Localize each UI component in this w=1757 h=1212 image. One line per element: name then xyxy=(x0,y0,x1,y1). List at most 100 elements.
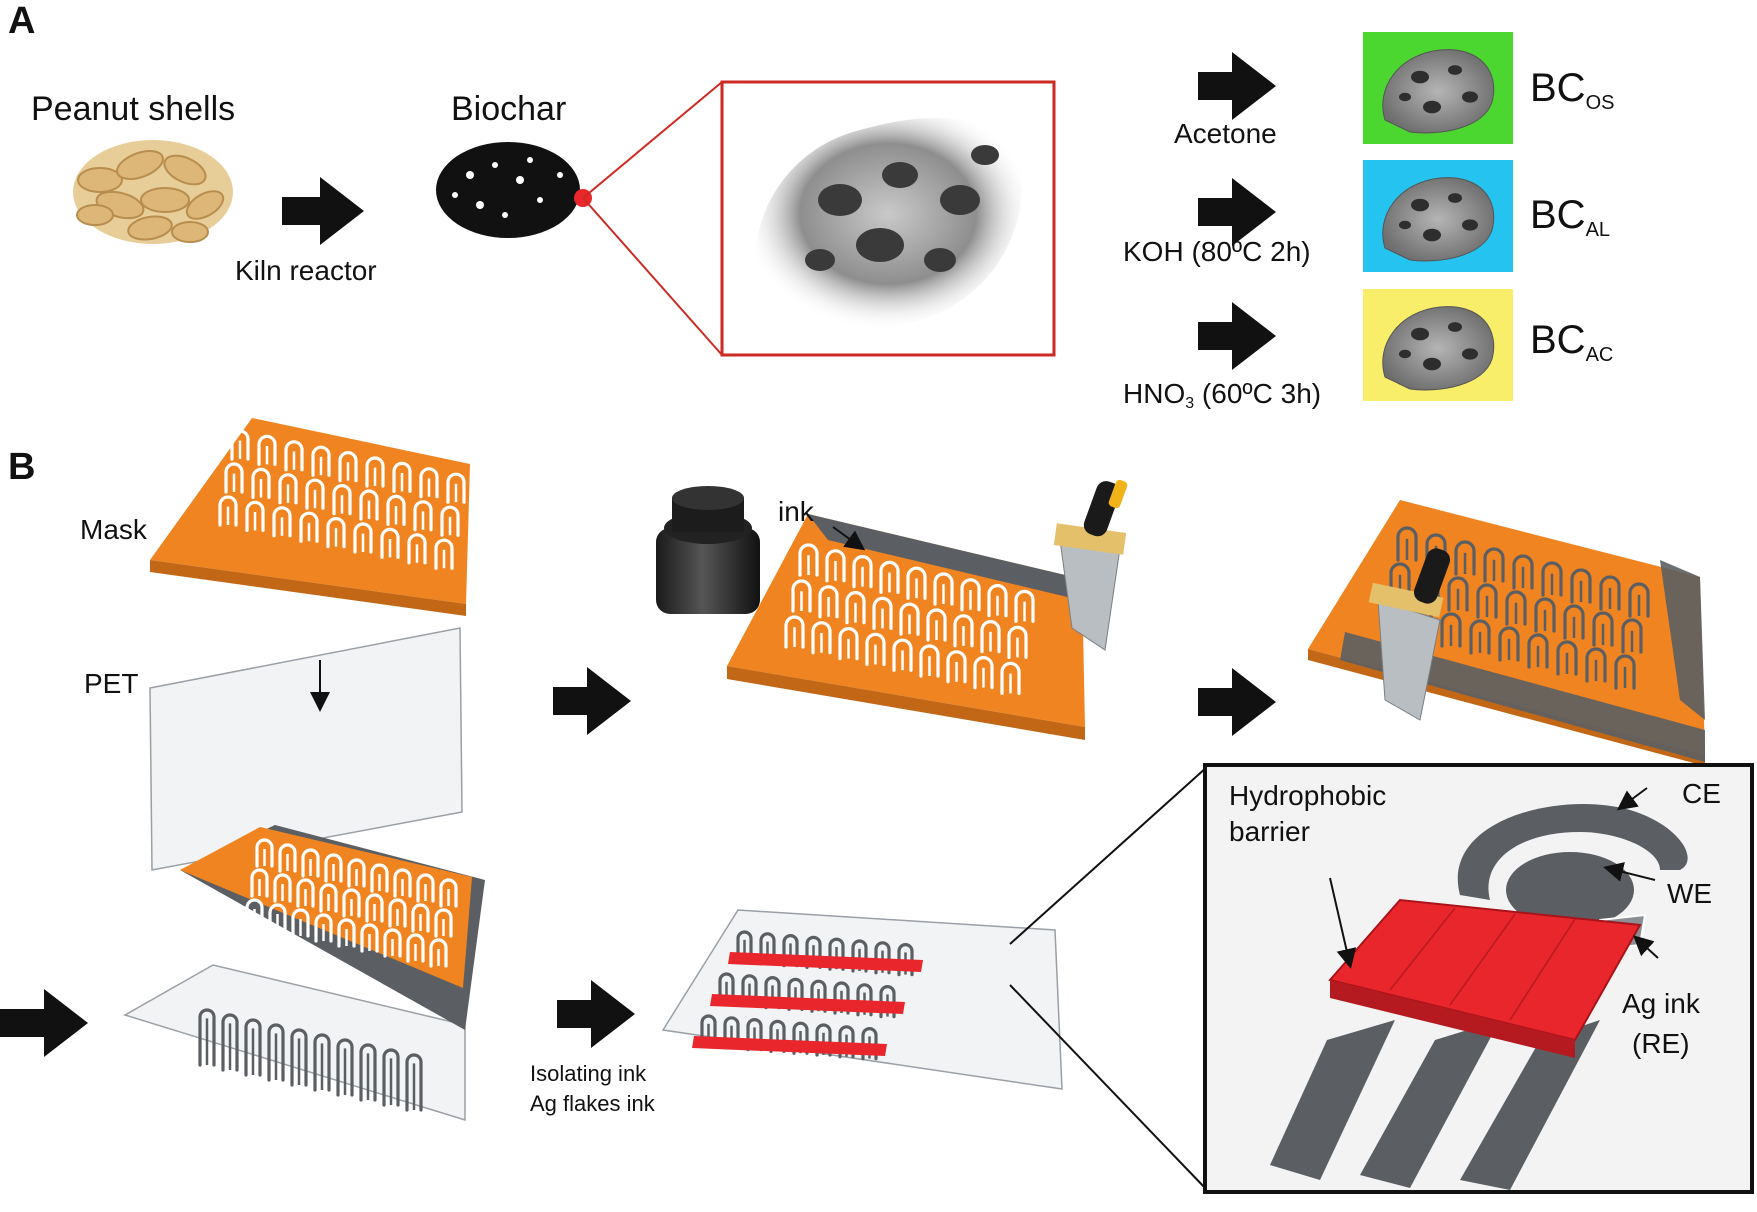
electrode-pattern xyxy=(337,918,356,948)
electrode-pattern xyxy=(405,1053,423,1112)
electrode-pattern xyxy=(278,473,298,505)
electrode-pattern xyxy=(851,939,868,973)
biochar-pore xyxy=(1423,100,1441,114)
electrode-pattern xyxy=(1389,562,1411,598)
electrode-pattern xyxy=(1512,554,1534,590)
electrode-pattern xyxy=(973,656,994,690)
electrode-pattern xyxy=(278,843,297,873)
electrode-pattern xyxy=(845,591,866,625)
electrode-pattern xyxy=(1563,604,1585,640)
electrode-pattern xyxy=(245,500,265,532)
arrow-step-4 xyxy=(557,980,635,1048)
electrode-pattern xyxy=(953,614,974,648)
electrode-pattern xyxy=(899,602,920,636)
electrode-pattern xyxy=(429,938,448,968)
electrode-pattern xyxy=(353,522,373,554)
electrode-pattern xyxy=(324,853,343,883)
electrode-pattern xyxy=(746,1018,763,1052)
electrode-pattern xyxy=(792,1021,809,1055)
electrode-pattern xyxy=(980,620,1001,654)
electrode-pattern xyxy=(273,873,292,903)
electrode-pattern xyxy=(347,858,366,888)
electrode-pattern xyxy=(879,985,896,1019)
electrode-pattern xyxy=(393,868,412,898)
electrode-pattern xyxy=(359,489,379,521)
biochar-particle xyxy=(1382,177,1495,262)
electrode-pattern xyxy=(434,538,454,570)
electrode-pattern xyxy=(852,555,873,589)
mask-sheet-1 xyxy=(150,418,470,616)
mask-label: Mask xyxy=(80,514,147,545)
electrode-pattern xyxy=(1505,590,1527,626)
electrode-pattern xyxy=(359,1043,377,1102)
electrode-pattern xyxy=(439,878,458,908)
electrode-pattern xyxy=(245,898,264,928)
panel-label-a: A xyxy=(8,0,36,42)
electrode-pattern xyxy=(386,494,406,526)
electrode-pattern xyxy=(1447,576,1469,612)
electrode-pattern xyxy=(1541,561,1563,597)
electrode-pattern xyxy=(406,933,425,963)
electrode-pattern xyxy=(825,549,846,583)
biochar-pore xyxy=(1462,219,1478,231)
electrode-pattern xyxy=(872,596,893,630)
electrode-pattern xyxy=(311,445,331,477)
electrode-pattern xyxy=(419,467,439,499)
electrode-pattern xyxy=(255,838,274,868)
electrode-pattern xyxy=(723,1016,740,1050)
electrode-pattern xyxy=(1599,575,1621,611)
electrode-pattern xyxy=(290,1028,308,1087)
electrode-pattern xyxy=(897,943,914,977)
electrode-pattern xyxy=(815,1023,832,1057)
electrode-pattern xyxy=(272,506,292,538)
electrode-pattern xyxy=(296,878,315,908)
inset-zoom-line-2 xyxy=(1009,984,1208,1191)
electrode-pattern xyxy=(1614,654,1636,690)
electrode-pattern xyxy=(861,1027,878,1061)
electrode-pattern xyxy=(1527,633,1549,669)
electrode-pattern xyxy=(818,585,839,619)
electrode-pattern xyxy=(810,979,827,1013)
biochar-pore xyxy=(1399,92,1411,102)
electrode-pattern xyxy=(798,543,819,577)
electrode-pattern xyxy=(218,495,238,527)
electrode-pattern xyxy=(291,908,310,938)
ag-flakes-ink-label: Ag flakes ink xyxy=(530,1091,655,1116)
electrode-pattern xyxy=(1000,661,1021,695)
electrode-pattern xyxy=(244,1018,262,1077)
reagent-label-koh: KOH (80ºC 2h) xyxy=(1123,236,1311,267)
ag-ink-re-label: (RE) xyxy=(1632,1028,1690,1059)
sem-zoom-frame xyxy=(582,80,1056,357)
electrode-pattern xyxy=(446,472,466,504)
arrow-step-1 xyxy=(553,667,631,735)
electrode-pattern xyxy=(284,440,304,472)
electrode-pattern xyxy=(1454,540,1476,576)
electrode-pattern xyxy=(332,484,352,516)
electrode-pattern xyxy=(416,873,435,903)
peanut-shells-image xyxy=(73,140,233,244)
pet-label: PET xyxy=(84,668,139,699)
arrow-koh xyxy=(1198,178,1276,246)
electrode-pattern xyxy=(782,934,799,968)
electrode-pattern xyxy=(313,1033,331,1092)
electrode-pattern xyxy=(1556,640,1578,676)
electrode-pattern xyxy=(838,1025,855,1059)
biochar-pore xyxy=(1411,198,1429,212)
biochar-particle xyxy=(1382,306,1495,391)
electrode-pattern xyxy=(1425,533,1447,569)
electrode-pattern xyxy=(811,621,832,655)
electrode-pattern xyxy=(224,462,244,494)
electrode-pattern xyxy=(365,893,384,923)
electrode-pattern xyxy=(1476,583,1498,619)
electrode-pattern xyxy=(1469,619,1491,655)
electrode-pattern xyxy=(338,451,358,483)
biochar-pore xyxy=(1411,327,1429,341)
hydrophobic-barrier-label: Hydrophobic barrier xyxy=(1229,780,1387,848)
electrode-pattern xyxy=(764,976,781,1010)
electrode-pattern xyxy=(784,615,805,649)
electrode-pattern xyxy=(440,505,460,537)
biochar-pore xyxy=(1399,220,1411,230)
ink-label: ink xyxy=(778,496,814,527)
electrode-pattern xyxy=(365,456,385,488)
